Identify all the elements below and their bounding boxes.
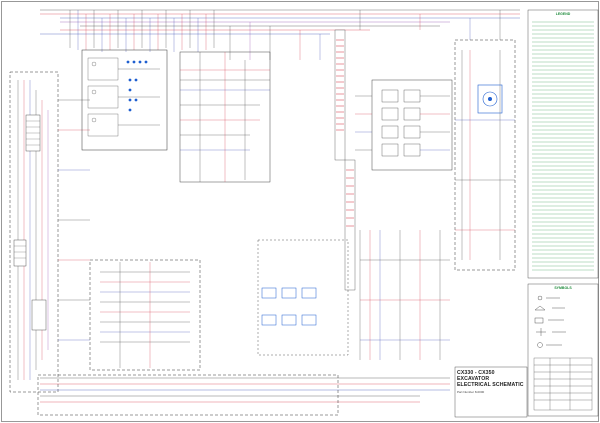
symbols-heading: SYMBOLS: [554, 286, 572, 290]
symbol-glyphs: [534, 295, 566, 348]
bottom-wire-bus: [40, 377, 450, 403]
ecu-wires: [355, 95, 450, 151]
left-harness-zone: [9, 71, 59, 393]
legend-frame: [527, 9, 599, 279]
bottom-ecu-wires: [100, 262, 190, 368]
title-line-1: CX330 - CX350 EXCAVATOR: [457, 370, 495, 382]
ecu-relays: [381, 89, 421, 157]
left-harness-wires: [17, 80, 90, 380]
title-line-3: Part Number 8-0000: [457, 390, 485, 394]
blue-sensor-icon: [477, 84, 503, 114]
lower-component-icons: [261, 287, 317, 326]
bottom-right-harness: [359, 230, 450, 360]
ecu-block: [371, 79, 453, 171]
legend-heading: LEGEND: [555, 12, 571, 16]
bottom-harness-outline: [37, 374, 339, 416]
bottom-ecu-block: [89, 259, 201, 371]
right-zone-wires: [455, 50, 515, 260]
connector-strip-red: [334, 29, 356, 291]
relay-box: [81, 49, 168, 151]
top-wire-bus: [40, 9, 520, 35]
left-connector-block: [13, 114, 47, 331]
relay-box-internals: [87, 57, 160, 137]
blue-fuse-icons: [126, 60, 148, 112]
middle-dashed-frame: [257, 239, 349, 356]
symbols-frame: [527, 283, 599, 417]
title-line-2: ELECTRICAL SCHEMATIC: [457, 382, 524, 388]
legend-lines: [532, 21, 594, 271]
title-block: CX330 - CX350 EXCAVATOR ELECTRICAL SCHEM…: [457, 370, 527, 395]
symbols-panel: SYMBOLS: [528, 284, 598, 416]
right-dashed-zone: [454, 39, 516, 271]
center-module-wires: [180, 52, 270, 182]
legend-panel: LEGEND: [528, 10, 598, 278]
symbols-table: [533, 357, 593, 411]
title-block-frame: [454, 366, 528, 418]
top-drop-wires: [69, 10, 501, 60]
